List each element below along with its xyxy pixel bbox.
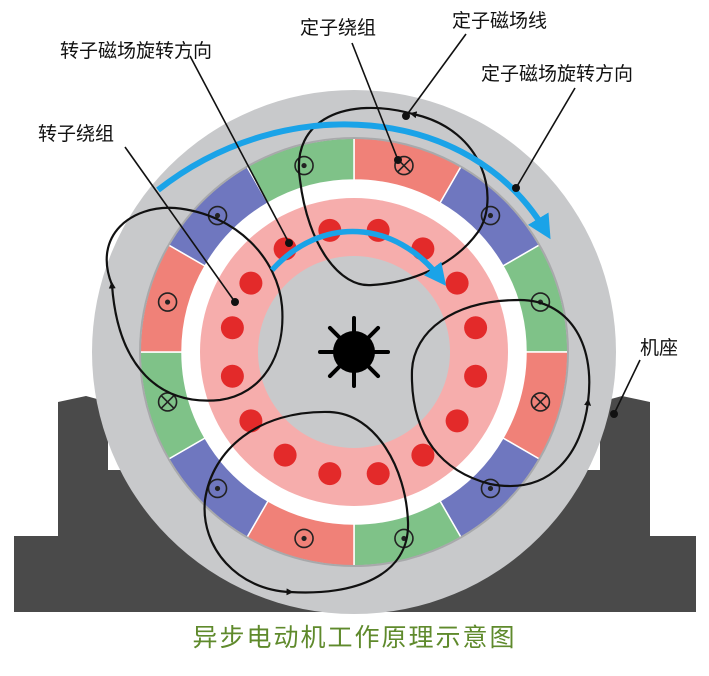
- shaft: [318, 316, 390, 388]
- rotor-conductor: [239, 409, 263, 433]
- dot-in-circle-icon: [207, 478, 228, 499]
- cross-in-circle-icon: [530, 392, 551, 412]
- label-rotor-field-rotation: 转子磁场旋转方向: [60, 40, 212, 62]
- rotor-conductor: [273, 443, 297, 467]
- rotor-conductors: [220, 218, 488, 486]
- leader-rotor-winding: [124, 146, 236, 303]
- rotor-conductor: [239, 271, 263, 295]
- rotor-conductor: [464, 364, 488, 388]
- field-line-left: [105, 206, 284, 402]
- label-rotor-winding: 转子绕组: [38, 123, 114, 145]
- dot-in-circle-icon: [157, 292, 178, 312]
- dot-in-circle-icon: [294, 155, 314, 176]
- dot-in-circle-icon: [294, 528, 314, 549]
- rotor-field-rotation-arrow: [269, 228, 447, 286]
- stator-core-outline: [139, 137, 569, 567]
- dot-in-circle-icon: [480, 205, 501, 226]
- stator-field-rotation-arrow: [156, 121, 551, 240]
- rotor-conductor: [464, 316, 488, 340]
- rotor-conductor: [411, 443, 435, 467]
- field-line-right: [410, 298, 592, 487]
- leader-rotor-field-rotation: [189, 55, 290, 244]
- rotor-conductor: [220, 316, 244, 340]
- rotor-conductor: [318, 462, 342, 486]
- label-frame: 机座: [640, 337, 678, 359]
- leader-stator-field-lines: [405, 33, 467, 117]
- rotor-conductor: [220, 364, 244, 388]
- leader-stator-field-rotation: [515, 87, 576, 189]
- leader-stator-winding: [351, 42, 399, 161]
- field-line-top: [297, 106, 489, 287]
- label-stator-winding: 定子绕组: [300, 17, 376, 39]
- rotor-conductor: [445, 409, 469, 433]
- dot-in-circle-icon: [480, 478, 501, 499]
- diagram-caption: 异步电动机工作原理示意图: [192, 623, 517, 652]
- leader-frame: [613, 359, 641, 415]
- rotor-conductor: [366, 462, 390, 486]
- label-stator-field-rotation: 定子磁场旋转方向: [481, 63, 633, 85]
- field-line-bottom: [203, 410, 410, 596]
- rotor-conductor: [445, 271, 469, 295]
- label-stator-field-lines: 定子磁场线: [452, 10, 547, 32]
